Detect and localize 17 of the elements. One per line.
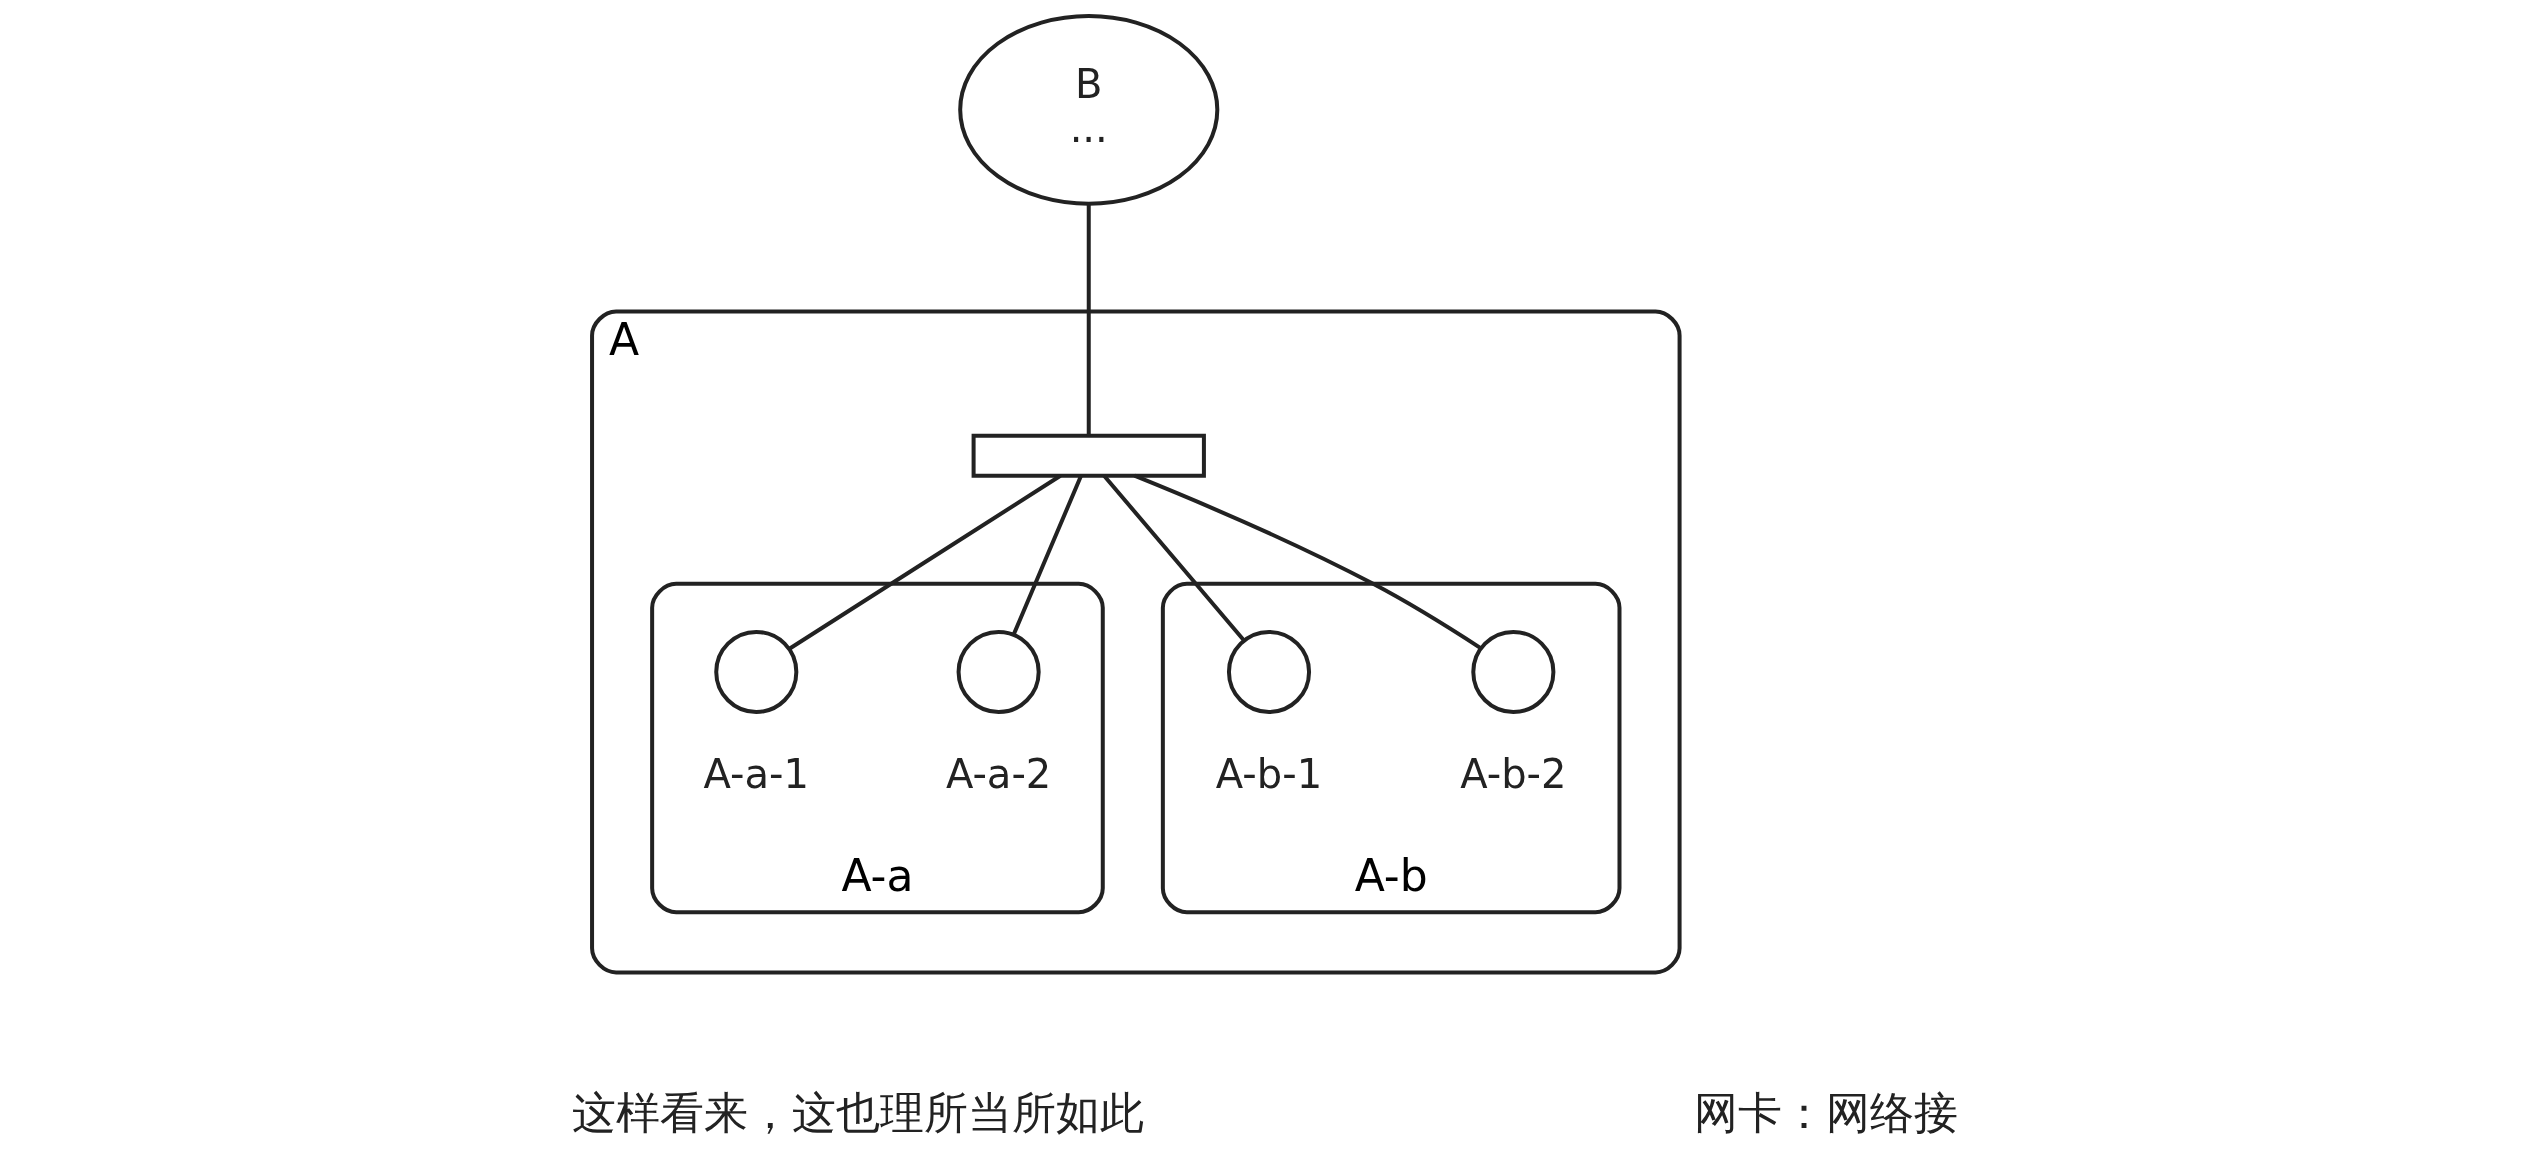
node-ellipse: B ...: [958, 14, 1220, 206]
label: 网卡：网络接: [1693, 1086, 1958, 1138]
connector: [1102, 474, 1246, 642]
node-circle: [1471, 629, 1556, 715]
connector: [1011, 475, 1083, 636]
node-label: A-a-1: [703, 751, 810, 798]
node-circle: [1226, 629, 1312, 715]
node-label: A-a-2: [945, 751, 1052, 798]
node-box: [971, 433, 1206, 478]
connector: [1133, 473, 1482, 650]
connector: [1086, 203, 1091, 436]
connector: [788, 474, 1062, 651]
node-label: A-b-1: [1215, 751, 1323, 798]
node-circle: [714, 629, 799, 715]
node-circle: [956, 629, 1041, 715]
node-label: A-b-2: [1460, 751, 1567, 798]
label: 这样看来，这也理所当所如此: [572, 1086, 1145, 1138]
